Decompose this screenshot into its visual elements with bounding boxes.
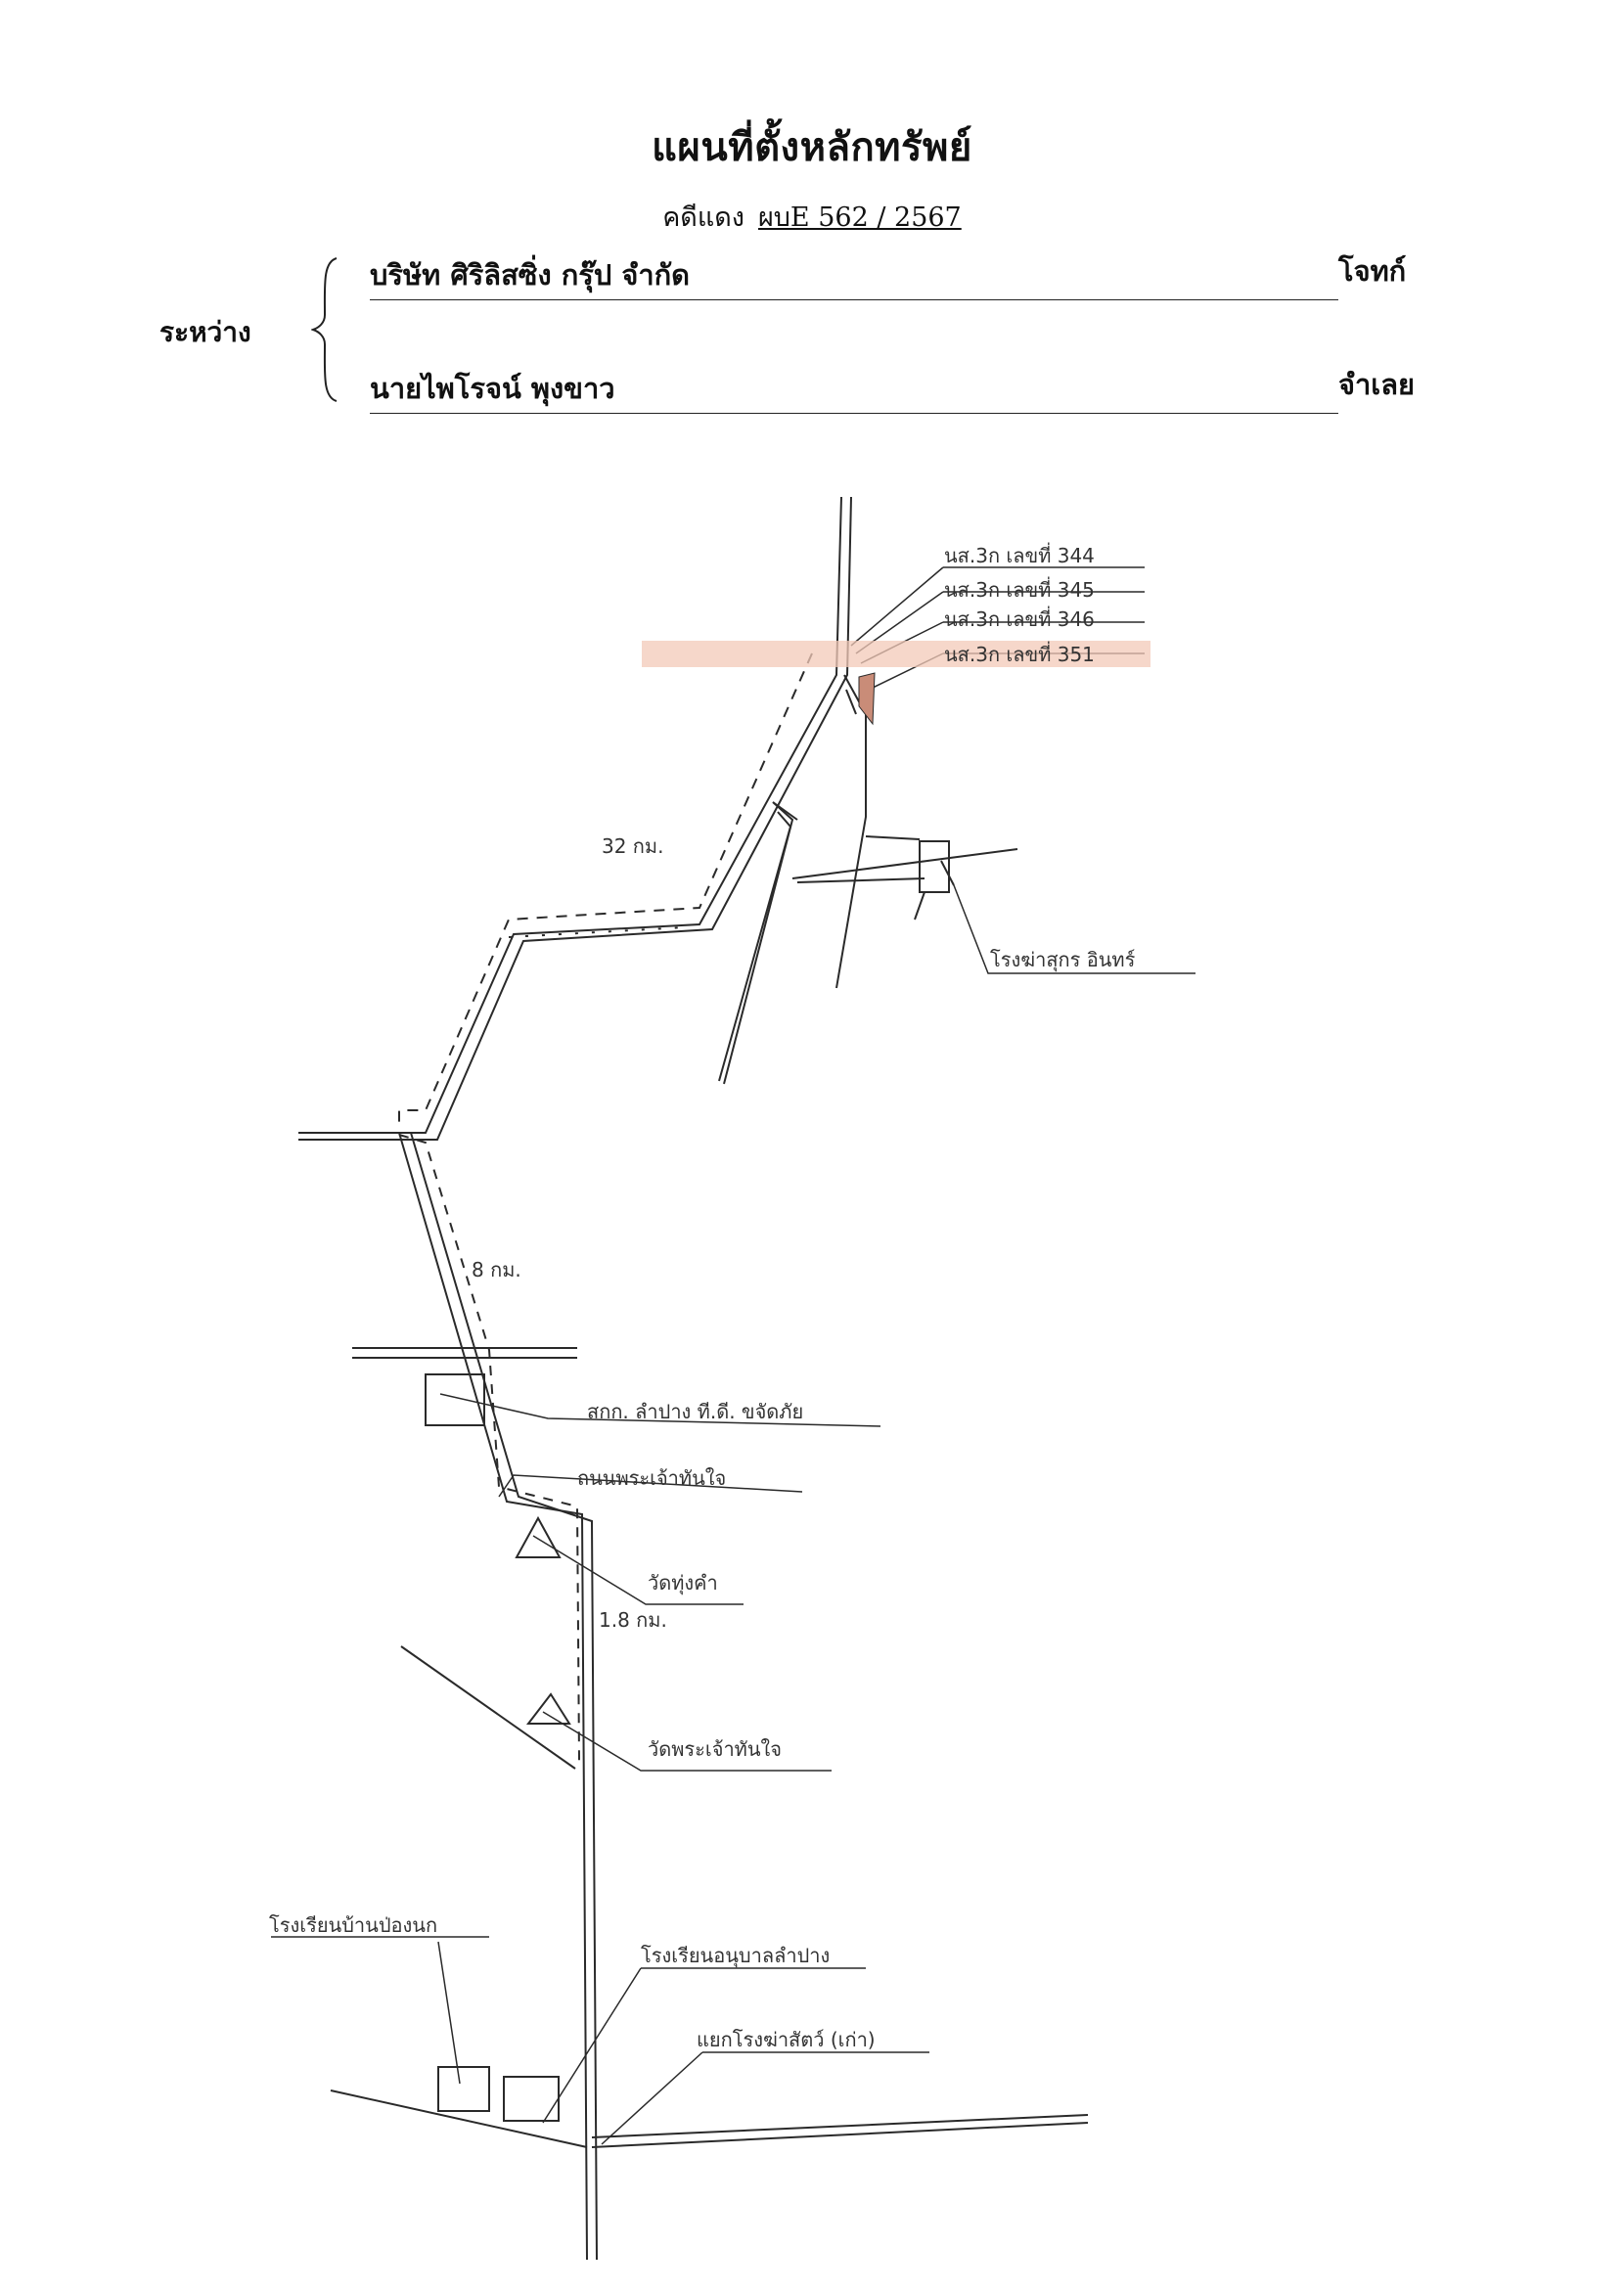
temple1-label: วัดทุ่งคำ — [648, 1571, 718, 1595]
temple1-icon — [515, 1515, 562, 1558]
parcel-label: นส.3ก เลขที่ 344 — [944, 542, 1095, 567]
distance-label-1: 32 กม. — [602, 834, 663, 858]
brace-icon — [311, 257, 338, 402]
cooperative-building — [425, 1373, 485, 1426]
defendant-name: นายไพโรจน์ พุงขาว — [370, 366, 1338, 414]
parcel-labels: นส.3ก เลขที่ 344 นส.3ก เลขที่ 345 นส.3ก … — [944, 542, 1095, 666]
pig-farm-label: โรงฆ่าสุกร อินทร์ — [990, 948, 1136, 972]
cross-road-2 — [400, 1645, 576, 1770]
cooperative-label: สกก. ลำปาง ที.ดี. ขจัดภัย — [587, 1400, 803, 1423]
school2-building — [503, 2076, 560, 2122]
temple2-label: วัดพระเจ้าทันใจ — [648, 1737, 782, 1761]
main-highway — [298, 496, 852, 1141]
map-labels: 32 กม. 8 กม. 1.8 กม. โรงฆ่าสุกร อินทร์ ส… — [269, 834, 1136, 2051]
defendant-role: จำเลย — [1338, 368, 1415, 401]
parcel-label: นส.3ก เลขที่ 346 — [944, 606, 1095, 631]
route-dashed — [398, 652, 813, 1125]
temple2-icon — [525, 1692, 571, 1725]
case-label: คดีแดง — [662, 202, 744, 233]
parcel-351-mark — [858, 672, 876, 726]
junction-label: แยกโรงฆ่าสัตว์ (เก่า) — [697, 2028, 876, 2051]
distance-label-2: 8 กม. — [472, 1258, 521, 1281]
page-title: แผนที่ตั้งหลักทรัพย์ — [652, 124, 972, 170]
south-road — [398, 1132, 598, 2261]
cross-road-3 — [330, 2089, 588, 2148]
case-number: ผบE 562 / 2567 — [757, 202, 962, 233]
road-network — [271, 496, 1195, 2261]
between-label: ระหว่าง — [159, 316, 251, 348]
plaintiff-role: โจทก์ — [1338, 254, 1407, 288]
road-label: ถนนพระเจ้าทันใจ — [577, 1466, 726, 1490]
parcel-label: นส.3ก เลขที่ 351 — [944, 641, 1095, 666]
parcel-label: นส.3ก เลขที่ 345 — [944, 576, 1095, 602]
leader-lines — [271, 566, 1195, 2145]
school2-label: โรงเรียนอนุบาลลำปาง — [641, 1944, 830, 1968]
school1-building — [437, 2066, 490, 2112]
school1-label: โรงเรียนบ้านป่องนก — [269, 1913, 437, 1937]
distance-label-3: 1.8 กม. — [599, 1608, 667, 1632]
highlight-band — [642, 641, 1150, 667]
plaintiff-name: บริษัท ศิริลิสซิ่ง กรุ๊ป จำกัด — [370, 252, 1338, 300]
branch-road — [718, 674, 1018, 1085]
case-number-line: คดีแดง ผบE 562 / 2567 — [0, 196, 1624, 238]
document-header: แผนที่ตั้งหลักทรัพย์ คดีแดง ผบE 562 / 256… — [0, 0, 1624, 414]
